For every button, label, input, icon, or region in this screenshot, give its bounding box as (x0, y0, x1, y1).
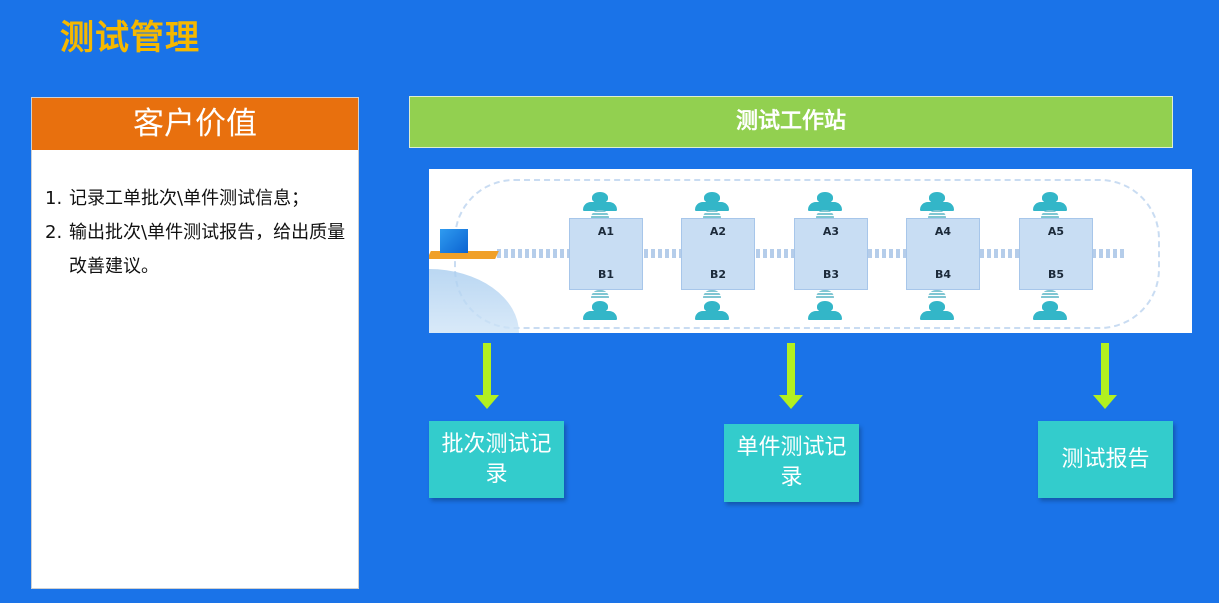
customer-value-title: 客户价值 (32, 98, 358, 150)
list-number: 1. (45, 188, 63, 209)
wifi-icon (928, 290, 946, 298)
operator-icon (583, 192, 617, 214)
station-label-bottom: B5 (1047, 268, 1065, 281)
operator-icon (1033, 192, 1067, 214)
operator-icon (1033, 301, 1067, 323)
operator-icon (695, 301, 729, 323)
customer-value-list: 1. 记录工单批次\单件测试信息； 2. 输出批次\单件测试报告，给出质量改善建… (45, 182, 350, 284)
customer-value-panel: 客户价值 1. 记录工单批次\单件测试信息； 2. 输出批次\单件测试报告，给出… (31, 97, 359, 589)
down-arrow-icon (1093, 343, 1117, 411)
wifi-icon (1041, 290, 1059, 298)
station-label-bottom: B2 (709, 268, 727, 281)
list-text: 记录工单批次\单件测试信息； (69, 188, 310, 209)
station-label-top: A4 (934, 225, 952, 238)
down-arrow-icon (475, 343, 499, 411)
test-workstation-header: 测试工作站 (409, 96, 1173, 148)
station-label-top: A5 (1047, 225, 1065, 238)
test-report-box: 测试报告 (1038, 421, 1173, 498)
operator-icon (920, 192, 954, 214)
customer-value-item: 2. 输出批次\单件测试报告，给出质量改善建议。 (45, 216, 350, 284)
station-label-bottom: B4 (934, 268, 952, 281)
test-station-4: A4 B4 (906, 218, 980, 290)
batch-test-record-box: 批次测试记录 (429, 421, 564, 498)
station-label-top: A1 (597, 225, 615, 238)
operator-icon (808, 192, 842, 214)
wifi-icon (928, 210, 946, 218)
test-station-2: A2 B2 (681, 218, 755, 290)
operator-icon (808, 301, 842, 323)
test-station-1: A1 B1 (569, 218, 643, 290)
list-number: 2. (45, 222, 63, 243)
wifi-icon (591, 210, 609, 218)
wifi-icon (1041, 210, 1059, 218)
wifi-icon (703, 210, 721, 218)
station-label-top: A3 (822, 225, 840, 238)
station-label-top: A2 (709, 225, 727, 238)
page-title: 测试管理 (60, 18, 200, 58)
operator-icon (920, 301, 954, 323)
product-cube-icon (440, 229, 468, 253)
station-label-bottom: B1 (597, 268, 615, 281)
wifi-icon (703, 290, 721, 298)
wifi-icon (591, 290, 609, 298)
wifi-icon (816, 210, 834, 218)
customer-value-item: 1. 记录工单批次\单件测试信息； (45, 182, 350, 216)
unit-test-record-box: 单件测试记录 (724, 424, 859, 502)
test-station-5: A5 B5 (1019, 218, 1093, 290)
operator-icon (583, 301, 617, 323)
test-station-3: A3 B3 (794, 218, 868, 290)
wifi-icon (816, 290, 834, 298)
workstation-diagram: A1 B1 A2 B2 A3 B3 A4 B4 A5 B5 (429, 169, 1192, 333)
station-label-bottom: B3 (822, 268, 840, 281)
down-arrow-icon (779, 343, 803, 411)
list-text: 输出批次\单件测试报告，给出质量改善建议。 (69, 222, 346, 277)
operator-icon (695, 192, 729, 214)
